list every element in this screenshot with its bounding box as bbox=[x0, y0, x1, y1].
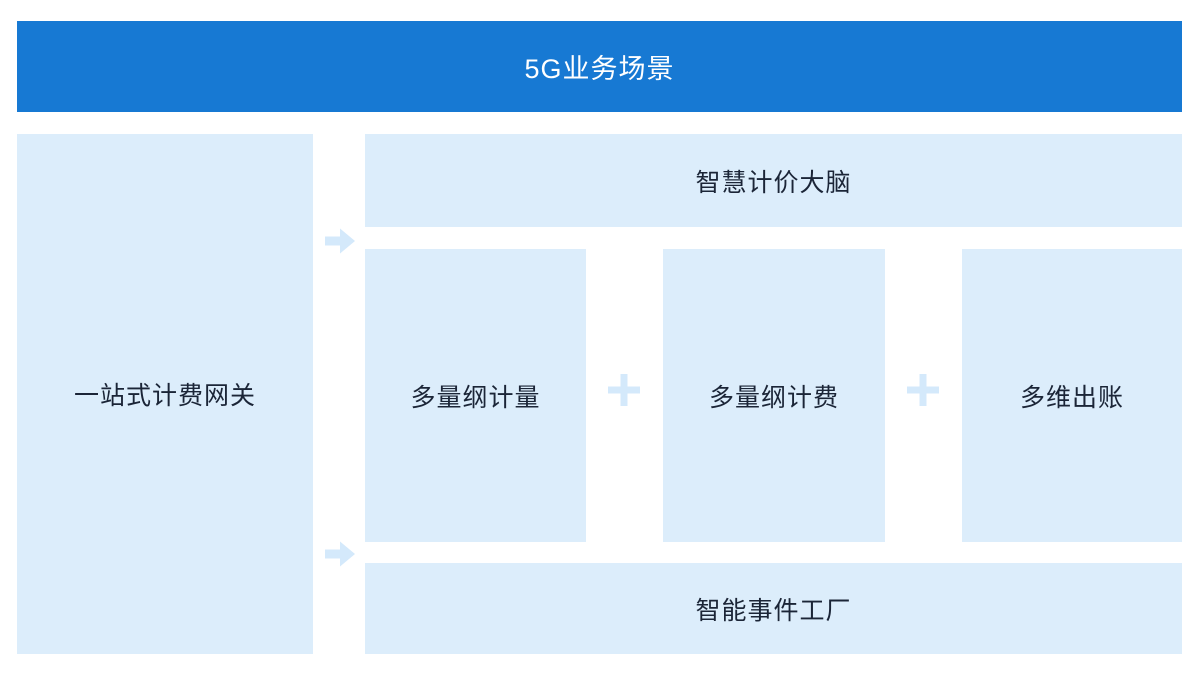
mid-box-label: 多维出账 bbox=[1019, 383, 1124, 412]
box-smart-event-factory: 智能事件工厂 bbox=[365, 563, 1182, 654]
mid-box-label: 多量纲计费 bbox=[708, 383, 839, 412]
box-multi-dimension-metering: 多量纲计量 bbox=[365, 249, 586, 542]
bottom-bar-label: 智能事件工厂 bbox=[695, 596, 852, 625]
plus-icon bbox=[608, 374, 640, 406]
box-multi-dimension-invoicing: 多维出账 bbox=[962, 249, 1182, 542]
arrow-right-icon bbox=[325, 228, 355, 254]
top-bar-label: 智慧计价大脑 bbox=[695, 168, 852, 197]
box-one-stop-billing-gateway: 一站式计费网关 bbox=[17, 134, 313, 654]
plus-icon bbox=[907, 374, 939, 406]
mid-box-label: 多量纲计量 bbox=[410, 383, 541, 412]
left-box-label: 一站式计费网关 bbox=[73, 382, 256, 410]
banner-title: 5G业务场景 bbox=[524, 54, 675, 84]
box-smart-pricing-brain: 智慧计价大脑 bbox=[365, 134, 1182, 227]
banner-5g-business-scenario: 5G业务场景 bbox=[17, 21, 1182, 112]
arrow-right-icon bbox=[325, 541, 355, 567]
box-multi-dimension-billing: 多量纲计费 bbox=[663, 249, 885, 542]
